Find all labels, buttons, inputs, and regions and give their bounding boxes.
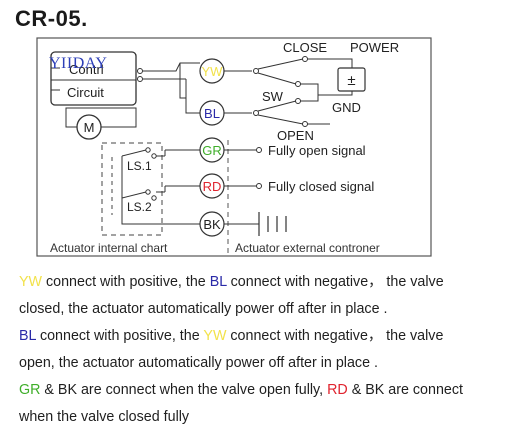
close-label: CLOSE xyxy=(283,40,327,55)
bl-term: BL xyxy=(209,274,227,290)
desc-text: closed, the actuator automatically power… xyxy=(19,300,388,317)
desc-text: when the valve closed fully xyxy=(19,408,190,425)
terminal-gr: GR xyxy=(199,137,225,163)
desc-text: connect with negative， the valve xyxy=(226,328,444,344)
motor-label: M xyxy=(84,120,95,135)
terminal-yw-label: YW xyxy=(202,64,224,79)
open-label: OPEN xyxy=(277,128,314,143)
rd-term: RD xyxy=(327,382,348,398)
terminal-bk: BK xyxy=(199,211,225,237)
description-p3: GR & BK are connect when the valve open … xyxy=(19,377,524,431)
description-p2: BL connect with positive, the YW connect… xyxy=(19,323,524,377)
description-p1: YW connect with positive, the BL connect… xyxy=(19,269,524,323)
ls1-label: LS.1 xyxy=(127,159,152,173)
control-circuit-box xyxy=(50,51,137,106)
diagram-frame xyxy=(36,37,432,257)
desc-text: & BK are connect when the valve open ful… xyxy=(40,382,328,398)
bl-term: BL xyxy=(19,328,36,344)
external-caption: Actuator external controner xyxy=(235,241,380,255)
wiring-diagram: Contrl Circuit YIIDAY M LS.1 LS.2 YW BL … xyxy=(36,37,432,257)
ls2-label: LS.2 xyxy=(127,200,152,214)
terminal-rd: RD xyxy=(199,173,225,199)
terminal-bk-label: BK xyxy=(203,217,221,232)
limit-switch-box xyxy=(101,142,163,236)
desc-text: connect with positive, the xyxy=(35,328,204,344)
ground-icon xyxy=(224,212,287,236)
model-title: CR-05. xyxy=(15,6,88,31)
terminal-bl: BL xyxy=(199,100,225,126)
gr-term: GR xyxy=(19,382,41,398)
yw-term: YW xyxy=(203,328,227,344)
watermark: YIIDAY xyxy=(49,55,107,72)
control-circuit-label-2: Circuit xyxy=(67,85,104,100)
internal-caption: Actuator internal chart xyxy=(50,241,168,255)
desc-text: & BK are connect xyxy=(347,382,463,398)
desc-text: connect with positive, the xyxy=(42,274,210,290)
terminal-bl-label: BL xyxy=(204,106,220,121)
terminal-gr-label: GR xyxy=(202,143,222,158)
desc-text: open, the actuator automatically power o… xyxy=(19,354,378,371)
yw-term: YW xyxy=(19,274,43,290)
fully-open-signal: Fully open signal xyxy=(268,143,366,158)
control-circuit-label-1: Contrl xyxy=(69,62,104,77)
desc-text: connect with negative， the valve xyxy=(226,274,444,290)
terminal-yw: YW xyxy=(199,58,225,84)
fully-closed-signal: Fully closed signal xyxy=(268,179,374,194)
power-label: POWER xyxy=(350,40,399,55)
plus-minus-symbol: ± xyxy=(347,72,355,89)
gnd-label: GND xyxy=(332,100,361,115)
terminal-rd-label: RD xyxy=(203,179,222,194)
sw-label: SW xyxy=(262,89,284,104)
